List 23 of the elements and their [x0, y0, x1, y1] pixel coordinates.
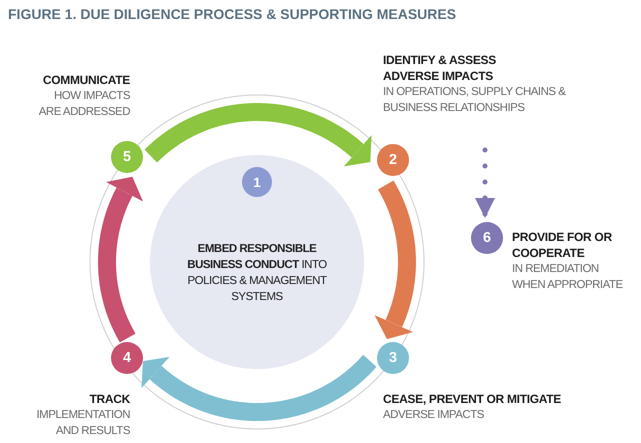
step-heading: IDENTIFY & ASSESS ADVERSE IMPACTS	[383, 52, 497, 84]
step-number-badge: 4	[111, 342, 143, 374]
step-heading: TRACK	[88, 391, 130, 407]
center-text: EMBED RESPONSIBLE BUSINESS CONDUCT INTO POLICIES & MANAGEMENT SYSTEMS	[186, 242, 328, 305]
step-heading: CEASE, PREVENT OR MITIGATE	[383, 391, 562, 407]
curved-arrow	[142, 354, 376, 421]
step-description: ADVERSE IMPACTS	[383, 408, 485, 423]
step-description: IN REMEDIATION WHEN APPROPRIATE	[512, 262, 624, 293]
step-description: IN OPERATIONS, SUPPLY CHAINS & BUSINESS RELATIONSHIPS	[383, 85, 567, 116]
step-description: IMPLEMENTATION AND RESULTS	[35, 408, 130, 439]
step-number-badge: 1	[242, 167, 272, 197]
step-heading: COMMUNICATE	[42, 72, 130, 88]
curved-arrow	[374, 180, 416, 340]
step-description: HOW IMPACTS ARE ADDRESSED	[38, 89, 130, 120]
step-number-badge: 3	[377, 342, 409, 374]
step-heading: PROVIDE FOR OR COOPERATE	[512, 229, 613, 261]
step-number-badge: 6	[471, 222, 503, 254]
step-number-badge: 2	[377, 144, 409, 176]
curved-arrow	[144, 103, 372, 166]
curved-arrow	[98, 176, 144, 342]
step-number-badge: 5	[111, 141, 143, 173]
dotted-arrow	[475, 148, 495, 220]
figure-title: FIGURE 1. DUE DILIGENCE PROCESS & SUPPORTING MEASURES	[8, 6, 456, 22]
